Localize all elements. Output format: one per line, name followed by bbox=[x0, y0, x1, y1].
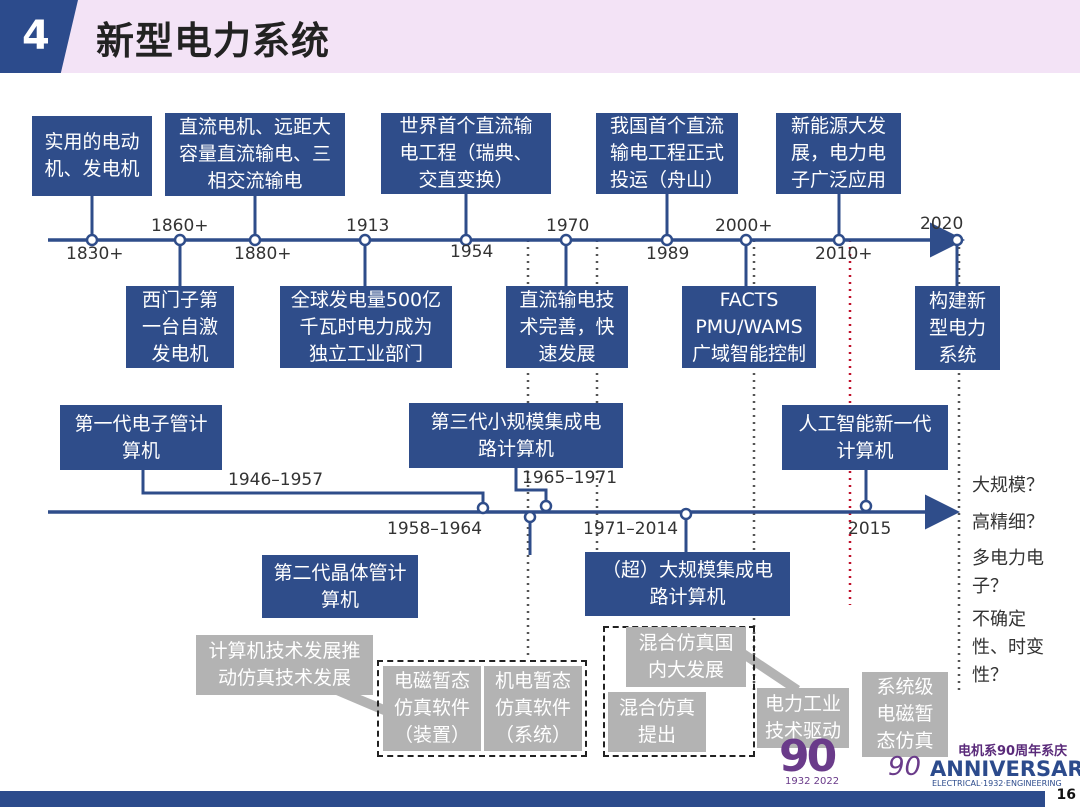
event-box-facts-pmu: FACTS PMU/WAMS 广域智能控制 bbox=[682, 286, 816, 368]
event-box-first-hvdc-world: 世界首个直流输 电工程（瑞典、 交直变换） bbox=[381, 113, 551, 194]
event-box-hvdc-mature: 直流输电技 术完善，快 速发展 bbox=[506, 286, 628, 368]
header-band bbox=[0, 0, 1080, 73]
computer-gen-2-box: 第二代晶体管计 算机 bbox=[262, 555, 418, 618]
sim-hybrid-proposed-box: 混合仿真 提出 bbox=[608, 692, 706, 752]
question-power-electronics: 多电力电 子？ bbox=[972, 548, 1044, 597]
logo-big-number: 90 bbox=[779, 731, 837, 782]
logo-line2: ANNIVERSARY bbox=[930, 757, 1080, 781]
question-uncertainty: 不确定 性、时变 性？ bbox=[972, 609, 1044, 686]
sim-em-mech-box: 机电暂态 仿真软件 （系统） bbox=[484, 666, 582, 751]
year-label: 1913 bbox=[346, 216, 390, 236]
year-label: 1860+ bbox=[151, 216, 209, 236]
computer-ai-box: 人工智能新一代 计算机 bbox=[782, 405, 948, 470]
sim-system-level-box: 系统级 电磁暂 态仿真 bbox=[862, 672, 948, 757]
period-label: 1965–1971 bbox=[522, 468, 618, 488]
sim-em-transient-box: 电磁暂态 仿真软件 （装置） bbox=[383, 666, 481, 751]
sim-power-industry-box: 电力工业 技术驱动 bbox=[757, 688, 849, 748]
computer-gen-1-box: 第一代电子管计 算机 bbox=[60, 405, 222, 470]
footer-bar bbox=[0, 791, 1045, 807]
year-label: 1970 bbox=[546, 216, 590, 236]
page-number: 16 bbox=[1056, 787, 1076, 803]
year-label: 1830+ bbox=[66, 244, 124, 264]
event-box-global-generation: 全球发电量500亿 千瓦时电力成为 独立工业部门 bbox=[280, 286, 452, 368]
logo-ninety-script: 90 bbox=[888, 752, 922, 782]
question-large-scale: 大规模？ bbox=[972, 475, 1044, 496]
sim-software-frame bbox=[377, 660, 587, 757]
sim-driver-computer-tech: 计算机技术发展推 动仿真技术发展 bbox=[196, 635, 373, 695]
period-label: 1958–1964 bbox=[387, 519, 483, 539]
year-label: 1989 bbox=[646, 244, 690, 264]
event-box-motor-generator: 实用的电动 机、发电机 bbox=[32, 116, 152, 196]
period-label: 1971–2014 bbox=[583, 519, 679, 539]
logo-line1: 电机系90周年系庆 bbox=[958, 744, 1068, 759]
year-label: 2010+ bbox=[815, 244, 873, 264]
logo-years: 1932 2022 bbox=[785, 776, 840, 787]
question-high-precision: 高精细？ bbox=[972, 512, 1044, 533]
anniversary-logo-mark: 90 1932 2022 bbox=[779, 732, 859, 790]
year-label: 1880+ bbox=[234, 244, 292, 264]
logo-line3: ELECTRICAL·1932·ENGINEERING bbox=[932, 779, 1062, 788]
year-label: 2000+ bbox=[715, 216, 773, 236]
period-label: 1946–1957 bbox=[228, 470, 324, 490]
event-box-new-power-system: 构建新 型电力 系统 bbox=[915, 286, 1000, 370]
event-box-renewables: 新能源大发 展，电力电 子广泛应用 bbox=[776, 113, 901, 194]
sim-hybrid-domestic-box: 混合仿真国 内大发展 bbox=[626, 627, 746, 687]
page-title: 新型电力系统 bbox=[96, 19, 331, 63]
period-label: 2015 bbox=[848, 519, 892, 539]
event-box-dc-ac-transmission: 直流电机、远距大 容量直流输电、三 相交流输电 bbox=[165, 113, 345, 196]
computer-vlsi-box: （超）大规模集成电 路计算机 bbox=[585, 552, 790, 616]
year-label: 1954 bbox=[450, 242, 494, 262]
event-box-first-hvdc-china: 我国首个直流 输电工程正式 投运（舟山） bbox=[596, 113, 738, 194]
computer-gen-3-box: 第三代小规模集成电 路计算机 bbox=[409, 403, 623, 468]
event-box-siemens-generator: 西门子第 一台自激 发电机 bbox=[126, 286, 234, 368]
year-label: 2020 bbox=[920, 214, 964, 234]
